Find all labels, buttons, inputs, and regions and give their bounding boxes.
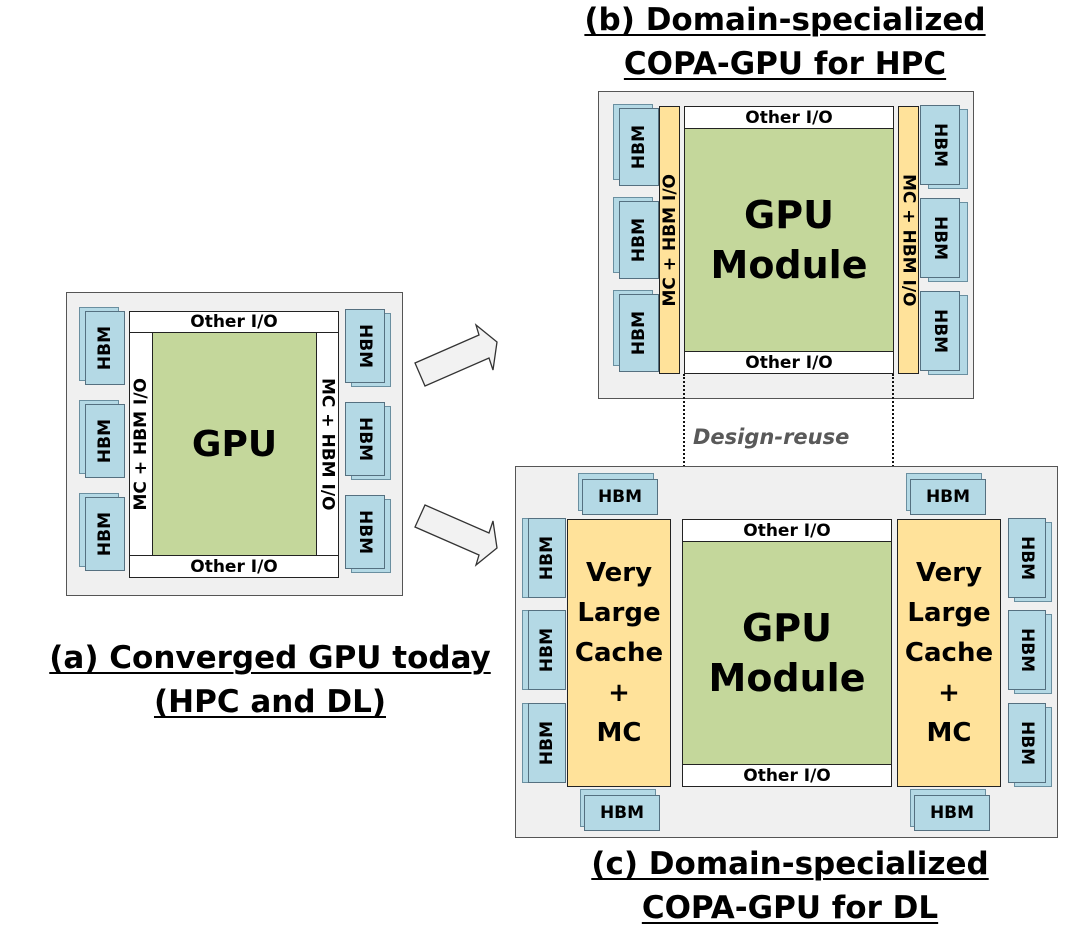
hbm-label: HBM bbox=[95, 418, 115, 464]
gpu-label: GPU bbox=[191, 423, 278, 465]
hbm-label: HBM bbox=[599, 803, 645, 823]
hbm-label: HBM bbox=[597, 487, 643, 507]
hbm-stack: HBM bbox=[522, 703, 568, 789]
hbm-stack: HBM bbox=[906, 473, 988, 517]
mc-hbm-io-left: MC + HBM I/O bbox=[129, 332, 153, 556]
large-cache-mc-left: Very Large Cache + MC bbox=[567, 519, 671, 787]
caption-c-line1: (c) Domain-specialized bbox=[591, 846, 989, 882]
hbm-stack: HBM bbox=[613, 197, 661, 281]
gpu-die: GPU bbox=[152, 332, 317, 556]
other-io-label: Other I/O bbox=[190, 556, 278, 577]
hbm-stack: HBM bbox=[613, 104, 661, 188]
hbm-label: HBM bbox=[925, 487, 971, 507]
other-io-top: Other I/O bbox=[684, 106, 894, 129]
mc-hbm-io-label: MC + HBM I/O bbox=[317, 377, 338, 511]
hbm-label: HBM bbox=[1017, 627, 1037, 673]
other-io-label: Other I/O bbox=[743, 765, 831, 786]
hbm-stack: HBM bbox=[920, 105, 970, 191]
hbm-stack: HBM bbox=[613, 290, 661, 374]
hbm-stack: HBM bbox=[580, 789, 662, 833]
hbm-stack: HBM bbox=[343, 402, 393, 484]
gpu-module-label: GPU bbox=[744, 193, 834, 237]
other-io-label: Other I/O bbox=[745, 107, 833, 128]
hbm-stack: HBM bbox=[920, 291, 970, 377]
hbm-label: HBM bbox=[930, 215, 950, 261]
hbm-stack: HBM bbox=[79, 400, 127, 480]
hbm-label: HBM bbox=[629, 217, 649, 263]
cache-label: Large bbox=[907, 598, 991, 628]
mc-hbm-io-left: MC + HBM I/O bbox=[659, 106, 680, 374]
caption-a-line1: (a) Converged GPU today bbox=[49, 640, 491, 676]
cache-label: + bbox=[608, 678, 630, 708]
hbm-stack: HBM bbox=[1008, 703, 1054, 789]
hbm-label: HBM bbox=[95, 511, 115, 557]
large-cache-mc-right: Very Large Cache + MC bbox=[897, 519, 1001, 787]
hbm-stack: HBM bbox=[79, 307, 127, 387]
design-reuse-line-right bbox=[892, 374, 894, 542]
hbm-label: HBM bbox=[355, 323, 375, 369]
hbm-label: HBM bbox=[929, 803, 975, 823]
cache-label: + bbox=[938, 678, 960, 708]
gpu-module-label: Module bbox=[708, 656, 866, 700]
arrow-to-hpc-icon bbox=[414, 323, 498, 387]
mc-hbm-io-label: MC + HBM I/O bbox=[131, 377, 151, 511]
hbm-stack: HBM bbox=[522, 610, 568, 696]
caption-b-line1: (b) Domain-specialized bbox=[584, 2, 986, 38]
mc-hbm-io-label: MC + HBM I/O bbox=[898, 173, 919, 307]
cache-label: Large bbox=[577, 598, 661, 628]
hbm-label: HBM bbox=[537, 627, 557, 673]
hbm-label: HBM bbox=[629, 124, 649, 170]
hbm-stack: HBM bbox=[1008, 518, 1054, 604]
design-reuse-label: Design-reuse bbox=[693, 425, 850, 449]
gpu-module: GPU Module bbox=[684, 128, 894, 352]
hbm-label: HBM bbox=[629, 310, 649, 356]
caption-a-line2: (HPC and DL) bbox=[153, 684, 386, 720]
cache-label: MC bbox=[596, 718, 642, 748]
hbm-stack: HBM bbox=[1008, 610, 1054, 696]
caption-b-line2: COPA-GPU for HPC bbox=[623, 46, 947, 82]
design-reuse-line-left bbox=[683, 374, 685, 542]
other-io-top: Other I/O bbox=[682, 519, 892, 542]
gpu-module: GPU Module bbox=[682, 541, 892, 765]
other-io-top: Other I/O bbox=[129, 311, 339, 333]
other-io-label: Other I/O bbox=[190, 312, 278, 332]
hbm-label: HBM bbox=[537, 720, 557, 766]
mc-hbm-io-right: MC + HBM I/O bbox=[898, 106, 919, 374]
mc-hbm-io-right: MC + HBM I/O bbox=[316, 332, 339, 556]
caption-c-line2: COPA-GPU for DL bbox=[641, 890, 939, 926]
hbm-stack: HBM bbox=[343, 495, 393, 577]
hbm-label: HBM bbox=[1017, 720, 1037, 766]
hbm-stack: HBM bbox=[920, 198, 970, 284]
arrow-to-dl-icon bbox=[414, 504, 498, 567]
hbm-label: HBM bbox=[1017, 535, 1037, 581]
hbm-stack: HBM bbox=[79, 493, 127, 573]
other-io-bottom: Other I/O bbox=[682, 764, 892, 787]
hbm-label: HBM bbox=[355, 509, 375, 555]
mc-hbm-io-label: MC + HBM I/O bbox=[659, 173, 680, 307]
cache-label: Cache bbox=[904, 638, 994, 668]
hbm-stack: HBM bbox=[910, 789, 992, 833]
hbm-label: HBM bbox=[95, 325, 115, 371]
hbm-label: HBM bbox=[355, 416, 375, 462]
other-io-bottom: Other I/O bbox=[684, 351, 894, 374]
cache-label: Very bbox=[915, 558, 983, 588]
hbm-stack: HBM bbox=[578, 473, 660, 517]
cache-label: Very bbox=[585, 558, 653, 588]
gpu-module-label: Module bbox=[710, 243, 868, 287]
gpu-module-label: GPU bbox=[742, 606, 832, 650]
hbm-label: HBM bbox=[930, 308, 950, 354]
other-io-label: Other I/O bbox=[745, 352, 833, 373]
hbm-stack: HBM bbox=[522, 518, 568, 604]
hbm-stack: HBM bbox=[343, 309, 393, 391]
cache-label: MC bbox=[926, 718, 972, 748]
other-io-bottom: Other I/O bbox=[129, 555, 339, 578]
other-io-label: Other I/O bbox=[743, 520, 831, 541]
hbm-label: HBM bbox=[537, 535, 557, 581]
cache-label: Cache bbox=[574, 638, 664, 668]
hbm-label: HBM bbox=[930, 122, 950, 168]
